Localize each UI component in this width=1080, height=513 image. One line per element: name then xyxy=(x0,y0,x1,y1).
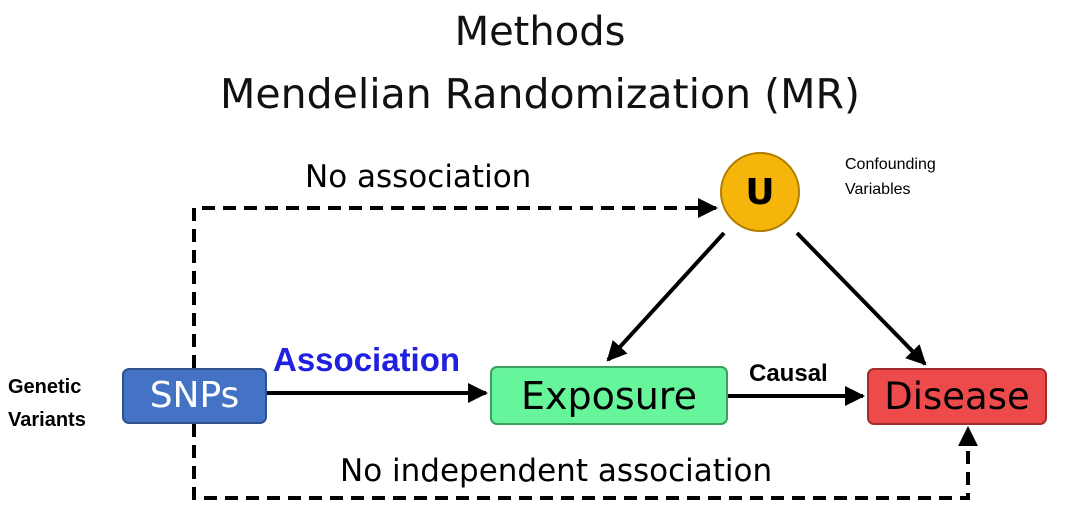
node-exposure: Exposure xyxy=(490,366,728,425)
edge-label-no-association: No association xyxy=(305,159,532,195)
title-mendelian-randomization: Mendelian Randomization (MR) xyxy=(220,70,860,118)
node-disease: Disease xyxy=(867,368,1047,425)
node-snps: SNPs xyxy=(122,368,267,424)
edge-snps-to-confounder xyxy=(192,198,718,368)
label-variants: Variants xyxy=(8,409,86,431)
node-confounder: U xyxy=(720,152,800,232)
edge-confounder-to-exposure xyxy=(606,231,726,362)
edge-label-association: Association xyxy=(273,341,461,378)
label-variables: Variables xyxy=(845,181,911,198)
label-genetic: Genetic xyxy=(8,376,82,398)
edge-snps-to-disease xyxy=(192,424,978,500)
edge-label-no-independent-association: No independent association xyxy=(340,453,773,489)
edge-label-causal: Causal xyxy=(749,360,828,387)
label-confounding: Confounding xyxy=(845,156,936,173)
title-methods: Methods xyxy=(454,9,626,55)
edge-confounder-to-disease xyxy=(795,231,927,366)
